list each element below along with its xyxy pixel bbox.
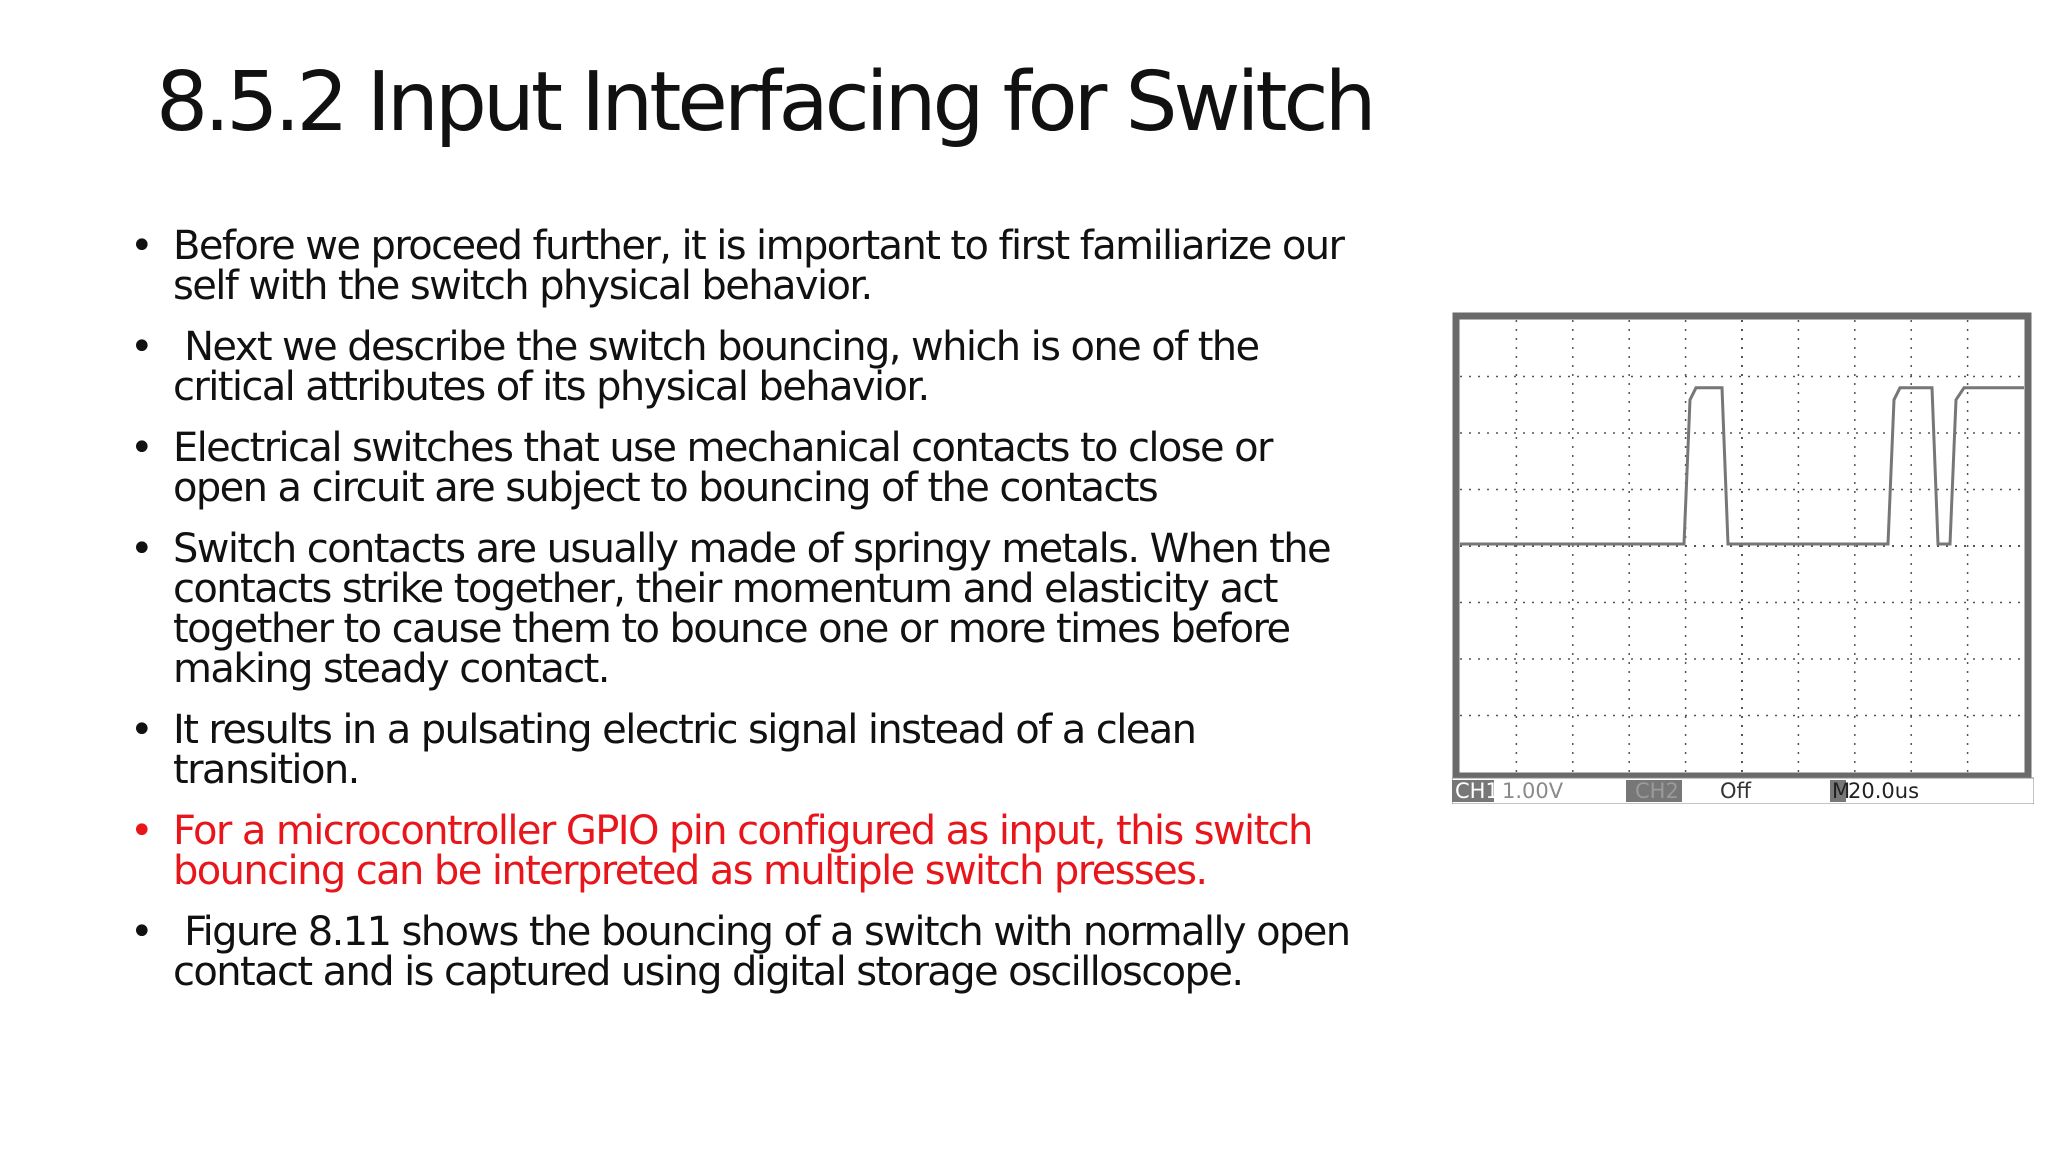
bullet-line: self with the switch physical behavior.	[173, 263, 873, 309]
bullet-item-highlight: • For a microcontroller GPIO pin configu…	[130, 811, 1420, 891]
timebase-label: M	[1832, 779, 1850, 803]
bullet-dot: •	[130, 324, 154, 370]
bullet-line: Electrical switches that use mechanical …	[173, 425, 1273, 471]
bullet-dot: •	[130, 909, 154, 955]
ch1-scale: 1.00V	[1502, 779, 1564, 803]
slide-title: 8.5.2 Input Interfacing for Switch	[156, 55, 1377, 150]
bullet-line: Next we describe the switch bouncing, wh…	[173, 324, 1260, 370]
scope-grid	[1460, 320, 2024, 772]
bullet-line: bouncing can be interpreted as multiple …	[173, 848, 1208, 894]
scope-status-bar: CH1 1.00V CH2 Off M 20.0us	[1452, 777, 2034, 804]
bullet-item: • Switch contacts are usually made of sp…	[130, 529, 1420, 689]
ch2-label: CH2	[1635, 779, 1679, 803]
oscilloscope-screen: CH1 1.00V CH2 Off M 20.0us	[1452, 312, 2034, 804]
bullet-line: It results in a pulsating electric signa…	[173, 707, 1197, 753]
ch2-state: Off	[1720, 779, 1752, 803]
bullet-dot: •	[130, 526, 154, 572]
bullet-item: • Before we proceed further, it is impor…	[130, 226, 1420, 306]
bullet-item: • It results in a pulsating electric sig…	[130, 710, 1420, 790]
bullet-item: • Next we describe the switch bouncing, …	[130, 327, 1420, 407]
timebase-label-box	[1830, 780, 1846, 802]
bullet-line: transition.	[173, 747, 360, 793]
signal-trace	[1460, 386, 2024, 546]
bullet-line: contact and is captured using digital st…	[173, 949, 1244, 995]
bullet-line: Figure 8.11 shows the bouncing of a swit…	[173, 909, 1351, 955]
bullet-line: open a circuit are subject to bouncing o…	[173, 465, 1159, 511]
bullet-dot: •	[130, 425, 154, 471]
bullet-line: making steady contact.	[173, 646, 610, 692]
ch1-label-box	[1452, 780, 1494, 802]
timebase-value: 20.0us	[1848, 779, 1919, 803]
bullet-list: • Before we proceed further, it is impor…	[130, 226, 1420, 1013]
bullet-line: For a microcontroller GPIO pin configure…	[173, 808, 1313, 854]
bullet-item: • Figure 8.11 shows the bouncing of a sw…	[130, 912, 1420, 992]
bullet-line: Before we proceed further, it is importa…	[173, 223, 1345, 269]
bullet-line: Switch contacts are usually made of spri…	[173, 526, 1332, 572]
ch2-label-box	[1626, 780, 1682, 802]
bullet-line: critical attributes of its physical beha…	[173, 364, 930, 410]
bullet-dot: •	[130, 223, 154, 269]
bullet-dot: •	[130, 808, 154, 854]
bullet-item: • Electrical switches that use mechanica…	[130, 428, 1420, 508]
bullet-line: together to cause them to bounce one or …	[173, 606, 1291, 652]
bullet-line: contacts strike together, their momentum…	[173, 566, 1278, 612]
ch1-label: CH1	[1455, 779, 1499, 803]
oscilloscope-figure: CH1 1.00V CH2 Off M 20.0us	[1452, 312, 2034, 804]
bullet-dot: •	[130, 707, 154, 753]
